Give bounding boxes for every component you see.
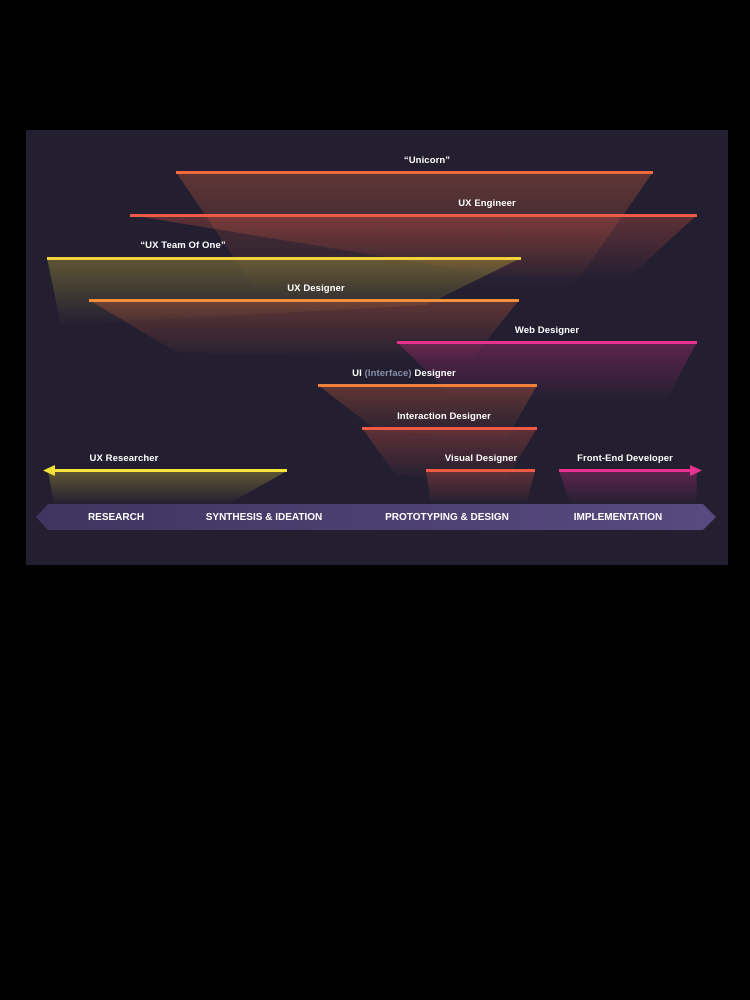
phase-implementation: IMPLEMENTATION [573, 512, 663, 523]
front-end-developer-bar [559, 469, 691, 472]
ux-engineer-funnel [130, 215, 697, 280]
unicorn-label: “Unicorn” [403, 155, 451, 166]
ux-designer-label: UX Designer [287, 283, 345, 294]
ux-team-of-one-bar [47, 257, 521, 260]
visual-designer-bar [426, 469, 535, 472]
ux-team-of-one-label: “UX Team Of One” [140, 240, 226, 251]
phase-research: RESEARCH [87, 512, 145, 523]
phase-band [36, 504, 716, 530]
visual-designer-funnel [426, 471, 535, 505]
roles-diagram: “Unicorn” UX Engineer “UX Team Of One” U… [26, 130, 728, 565]
ux-researcher-label: UX Researcher [89, 453, 159, 464]
ux-researcher-bar [54, 469, 287, 472]
interaction-designer-funnel [362, 428, 537, 480]
interaction-designer-label: Interaction Designer [397, 411, 491, 422]
ux-engineer-bar [130, 214, 697, 217]
visual-designer-label: Visual Designer [444, 453, 518, 464]
ui-designer-interface: (Interface) [364, 368, 412, 379]
web-designer-bar [397, 341, 697, 344]
ux-researcher-arrowhead [43, 465, 55, 476]
front-end-developer-label: Front-End Developer [577, 453, 673, 464]
ui-designer-suffix: Designer [414, 368, 456, 379]
front-end-developer-arrowhead [690, 465, 702, 476]
diagram-graphics [36, 171, 716, 530]
interaction-designer-bar [362, 427, 537, 430]
phase-prototyping-design: PROTOTYPING & DESIGN [385, 512, 509, 523]
ux-engineer-label: UX Engineer [458, 198, 516, 209]
unicorn-bar [176, 171, 653, 174]
ui-designer-bar [318, 384, 537, 387]
web-designer-label: Web Designer [514, 325, 580, 336]
ui-designer-label: UI (Interface) Designer [352, 368, 456, 379]
phase-synthesis-ideation: SYNTHESIS & IDEATION [205, 512, 323, 523]
front-end-developer-funnel [559, 471, 697, 505]
ui-designer-funnel [318, 385, 537, 440]
ux-researcher-funnel [48, 471, 287, 505]
ui-designer-prefix: UI [352, 368, 362, 379]
ux-designer-bar [89, 299, 519, 302]
